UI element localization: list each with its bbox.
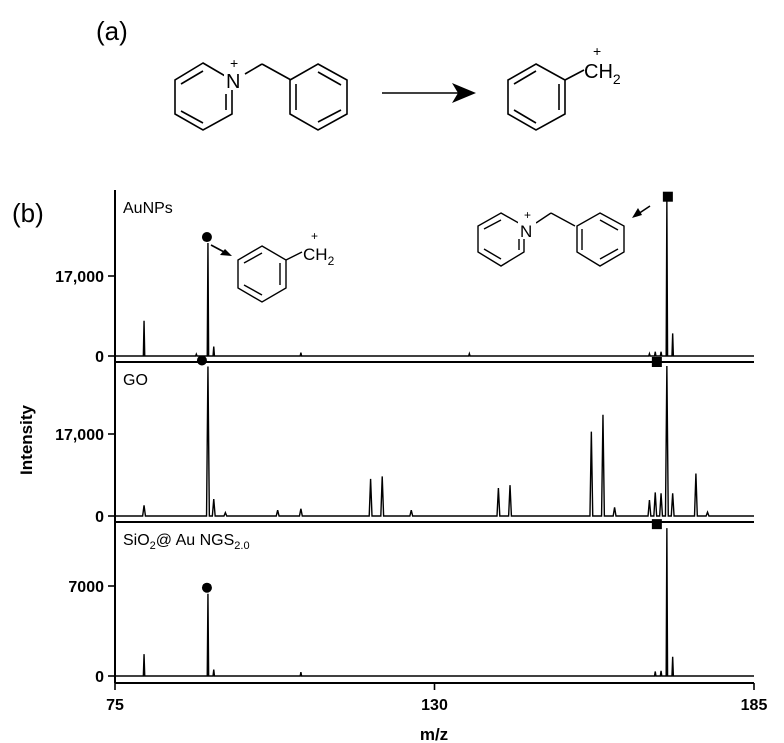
circle-marker-icon xyxy=(196,355,207,366)
circle-marker-icon xyxy=(201,582,212,593)
spectrum-panel-2: 0 17,000 GO xyxy=(55,355,754,526)
y-tick-label: 17,000 xyxy=(55,269,104,286)
y-tick-label: 7000 xyxy=(68,579,104,596)
spectrum-trace xyxy=(115,528,754,677)
circle-marker-icon xyxy=(201,232,212,243)
x-tick-label: 75 xyxy=(106,697,124,714)
reactant-n-atom: N xyxy=(226,71,240,93)
inset-benzylpyridinium xyxy=(477,212,625,267)
panel-a-label: (a) xyxy=(96,16,128,46)
y-tick-label: 0 xyxy=(95,669,104,686)
panel-b-label: (b) xyxy=(12,198,44,228)
x-tick-label: 185 xyxy=(741,697,768,714)
square-marker-icon xyxy=(651,357,662,367)
reactant-charge: + xyxy=(230,55,238,71)
square-marker-icon xyxy=(651,519,662,530)
y-axis-label: Intensity xyxy=(17,405,36,475)
y-tick-label: 17,000 xyxy=(55,427,104,444)
spectrum-panel-1: 0 17,000 AuNPs xyxy=(55,190,754,366)
spectrum-trace xyxy=(115,200,754,357)
spectrum-trace xyxy=(115,365,754,517)
panel-label: AuNPs xyxy=(123,200,173,217)
inset-ch2-charge: + xyxy=(311,229,318,243)
panel-label: GO xyxy=(123,372,148,389)
x-tick-label: 130 xyxy=(421,697,448,714)
arrow-to-benzyl-icon xyxy=(210,244,232,256)
panel-label: SiO2@ Au NGS2.0 xyxy=(123,532,250,552)
inset-n-atom: N xyxy=(520,222,532,241)
reaction-arrow-icon xyxy=(382,83,476,103)
inset-n-charge: + xyxy=(524,208,531,222)
inset-ch2-label: CH2 xyxy=(303,245,335,268)
spectrum-panel-3: 0 7000 SiO2@ Au NGS2.0 xyxy=(68,519,754,686)
arrow-to-pyridinium-icon xyxy=(632,205,651,218)
inset-benzyl-cation xyxy=(237,245,303,303)
product-structure xyxy=(507,63,585,131)
product-charge: + xyxy=(593,43,601,59)
product-ch2-label: CH2 xyxy=(584,61,621,87)
square-marker-icon xyxy=(662,191,673,202)
y-tick-label: 0 xyxy=(95,509,104,526)
x-axis-label: m/z xyxy=(420,725,448,743)
y-tick-label: 0 xyxy=(95,349,104,366)
reactant-structure xyxy=(174,62,348,131)
